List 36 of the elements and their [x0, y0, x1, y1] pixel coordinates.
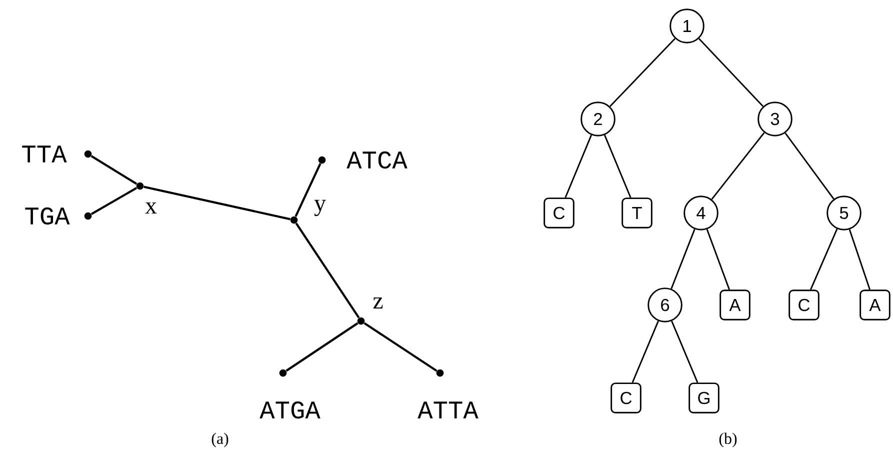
sequence-label: TGA	[25, 207, 70, 225]
node-label: z	[373, 297, 383, 308]
branch-line	[610, 38, 676, 107]
sequence-label: ATGA	[260, 401, 320, 419]
leaf-box: A	[860, 290, 890, 320]
branch-line	[294, 163, 322, 217]
branch-line	[848, 229, 870, 290]
branch-line	[604, 134, 632, 198]
branch-line	[671, 320, 698, 383]
leaf-box: T	[622, 198, 652, 228]
branch-line	[711, 132, 765, 200]
branch-line	[364, 322, 438, 372]
branch-line	[90, 155, 138, 185]
node-label: y	[314, 200, 326, 216]
branch-line	[670, 228, 696, 290]
sequence-label: ATCA	[346, 151, 408, 169]
branch-line	[295, 222, 360, 318]
leaf-box: A	[720, 290, 750, 320]
leaf-box: C	[788, 290, 820, 320]
node-label: x	[145, 202, 157, 214]
branch-line	[810, 228, 838, 290]
branch-line	[286, 322, 358, 372]
branch-line	[784, 132, 834, 200]
branch-line	[632, 320, 659, 383]
sequence-label: ATTA	[418, 402, 478, 418]
branch-line	[706, 229, 730, 290]
leaf-box: C	[544, 198, 574, 228]
leaf-box: G	[688, 382, 720, 414]
branch-line	[90, 187, 138, 215]
leaf-box: C	[610, 382, 642, 414]
panel-caption: (a)	[212, 432, 228, 448]
branch-line	[144, 186, 290, 220]
panel-caption: (b)	[719, 432, 737, 448]
sequence-label: TTA	[22, 146, 67, 162]
branch-line	[698, 38, 764, 107]
branch-line	[564, 134, 592, 198]
